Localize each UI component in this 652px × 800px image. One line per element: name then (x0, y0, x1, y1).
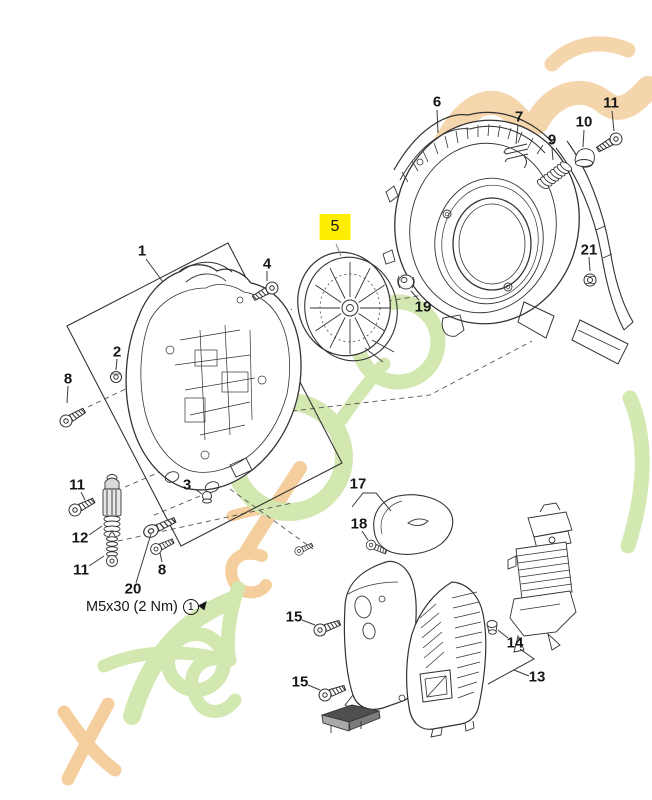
screw-part-8-top (57, 404, 88, 430)
part-label-18: 18 (350, 515, 368, 533)
part-label-1: 1 (137, 242, 147, 260)
part-label-8-top: 8 (63, 370, 73, 388)
rim-hatching (401, 123, 544, 183)
base-tray (320, 704, 381, 733)
torque-ref-circle: 1 (182, 599, 199, 615)
part-label-7: 7 (514, 108, 524, 126)
fan-blades (310, 262, 395, 363)
screw-unlabeled (293, 540, 315, 557)
part-label-8-bottom: 8 (157, 561, 167, 579)
engine-assembly (507, 502, 577, 653)
housing-interior-ribs (165, 296, 267, 460)
nut-part-2 (110, 371, 122, 383)
part-label-4: 4 (262, 255, 272, 273)
rear-housing-part-1 (66, 242, 343, 547)
plug-part-3 (202, 491, 212, 504)
part-label-15-lower: 15 (291, 673, 309, 691)
part-label-11-bottom: 11 (73, 561, 89, 579)
part-label-9: 9 (547, 131, 557, 149)
part-label-6: 6 (432, 93, 442, 111)
spring-part-9 (536, 161, 573, 190)
fan-housing-part-6 (382, 111, 634, 365)
cap-part-10 (574, 148, 595, 168)
screw-part-15-lower (316, 681, 348, 704)
part-label-5-highlighted: 5 (319, 214, 351, 240)
part-label-15-upper: 15 (285, 608, 303, 626)
grommet-part-19 (397, 274, 415, 290)
part-label-12: 12 (71, 529, 89, 547)
screw-part-15-upper (311, 616, 343, 639)
fan-wheel-part-5 (297, 251, 398, 363)
part-label-10: 10 (575, 113, 593, 131)
torque-note: M5x30 (2 Nm) 1 (86, 597, 210, 615)
louvered-cover-right (406, 581, 487, 738)
plug-part-12 (102, 474, 122, 538)
nut-part-21 (583, 273, 597, 287)
part-label-14: 14 (506, 634, 524, 652)
part-label-21: 21 (580, 241, 598, 259)
fasteners (57, 130, 625, 704)
bracket-13 (487, 648, 535, 685)
screw-part-11-topright (594, 130, 625, 156)
part-label-3: 3 (182, 476, 192, 494)
deflector-plate-part-17 (373, 494, 454, 555)
part-label-13: 13 (528, 668, 546, 686)
screw-part-8-bottom (148, 535, 176, 557)
part-label-11-topright: 11 (603, 94, 619, 112)
part-label-11-left: 11 (69, 476, 85, 494)
louvers (419, 591, 483, 699)
bushing-part-14 (486, 620, 498, 635)
bracket-17 (351, 492, 392, 512)
part-label-17: 17 (349, 475, 367, 493)
torque-note-text: M5x30 (2 Nm) (86, 598, 178, 615)
part-label-19: 19 (414, 298, 432, 316)
part-label-2: 2 (112, 343, 122, 361)
screw-part-11-bottom (106, 530, 118, 567)
clip-part-7 (503, 143, 529, 169)
screw-part-11-left (66, 494, 97, 519)
screw-part-20 (141, 513, 178, 541)
watermark (57, 36, 652, 786)
part-label-20: 20 (124, 580, 142, 598)
leader-lines (66, 109, 615, 691)
cover-shell-left (343, 560, 451, 713)
